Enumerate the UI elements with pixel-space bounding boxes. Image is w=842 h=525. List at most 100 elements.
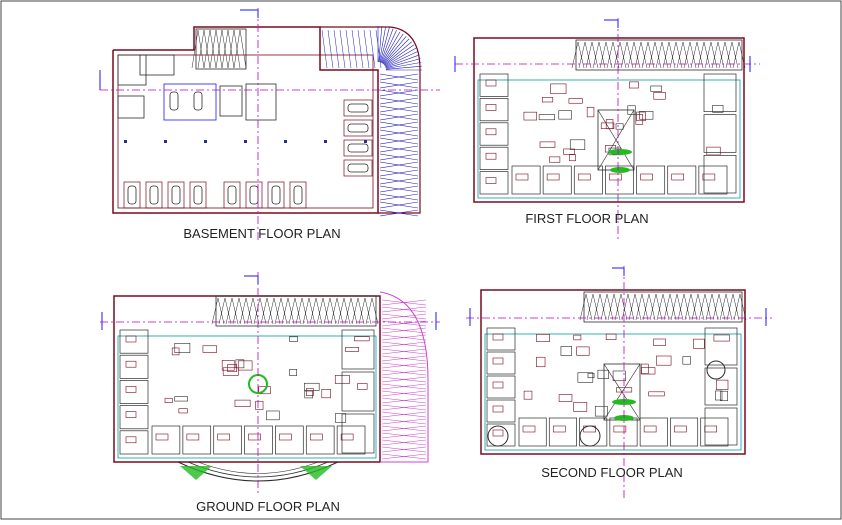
- first-floor-plan: [454, 18, 760, 240]
- hatch-line: [287, 297, 295, 325]
- first-inner-wall: [477, 79, 741, 199]
- hatch-line: [599, 293, 607, 321]
- column: [244, 140, 247, 143]
- room: [605, 165, 634, 195]
- furniture: [641, 367, 656, 375]
- ramp-line: [381, 404, 427, 411]
- furniture: [716, 379, 729, 390]
- hatch-line: [621, 293, 629, 321]
- hatch-line: [684, 293, 692, 321]
- basement-inner-wall: [117, 54, 374, 209]
- room: [479, 122, 509, 146]
- room: [486, 399, 516, 423]
- room: [244, 425, 273, 455]
- ground-floor-plan: [100, 272, 440, 496]
- furniture: [289, 336, 299, 342]
- car-icon: [347, 103, 369, 113]
- ramp-line: [351, 29, 358, 69]
- room: [336, 425, 366, 455]
- ramp-line: [382, 36, 407, 65]
- parking-bay: [343, 159, 373, 177]
- hatch-line: [662, 293, 670, 321]
- ramp-line: [379, 169, 419, 177]
- ramp-line: [381, 355, 427, 362]
- room: [579, 417, 608, 447]
- room: [542, 165, 572, 195]
- furniture: [306, 388, 314, 396]
- furniture: [605, 333, 617, 341]
- desk: [485, 128, 497, 136]
- furniture: [693, 338, 705, 349]
- staircase-icon: [579, 293, 747, 321]
- furniture: [682, 356, 691, 365]
- hatch-line: [197, 29, 205, 69]
- furniture: [648, 391, 665, 397]
- furniture: [266, 410, 280, 421]
- hatch-line: [642, 293, 650, 321]
- ramp-line: [381, 411, 427, 418]
- hatch-line: [690, 293, 698, 321]
- car-icon: [127, 185, 137, 205]
- furniture: [653, 92, 666, 100]
- hatch-line: [620, 293, 628, 321]
- ramp-line: [382, 33, 404, 64]
- furniture: [174, 396, 188, 402]
- hatch-line: [705, 293, 713, 321]
- conference-table: [706, 360, 726, 380]
- hatch-line: [357, 297, 365, 325]
- hatch-line: [301, 297, 309, 325]
- ramp-line: [379, 153, 419, 161]
- basement-room: [139, 54, 175, 76]
- desk: [522, 425, 536, 433]
- hatch-line: [698, 293, 706, 321]
- room: [486, 375, 516, 399]
- furniture: [720, 390, 728, 402]
- hatch-line: [614, 293, 622, 321]
- desk: [492, 357, 504, 365]
- hatch-line: [739, 293, 747, 321]
- hatch-line: [280, 297, 288, 325]
- room: [479, 171, 509, 195]
- second-outer-wall: [480, 289, 746, 455]
- room: [703, 114, 737, 153]
- furniture: [612, 370, 626, 382]
- ramp-line: [381, 31, 401, 64]
- ramp-line: [339, 29, 346, 69]
- hatch-line: [613, 293, 621, 321]
- desk: [640, 173, 653, 181]
- hatch-line: [691, 293, 699, 321]
- ramp-line: [385, 51, 419, 67]
- hatch-line: [337, 297, 345, 325]
- furniture: [255, 400, 264, 410]
- desk: [704, 425, 718, 433]
- section-marker-icon: [604, 19, 619, 28]
- room: [151, 425, 181, 455]
- car-icon: [193, 185, 203, 205]
- car-icon: [347, 123, 369, 133]
- hatch-line: [221, 29, 229, 69]
- room: [182, 425, 212, 455]
- desk: [643, 425, 657, 433]
- desk: [485, 152, 497, 160]
- furniture: [234, 399, 251, 407]
- first-outer-wall: [473, 37, 745, 203]
- hatch-line: [697, 293, 705, 321]
- hatch-line: [351, 297, 359, 325]
- hatch-line: [281, 297, 289, 325]
- first-rooms: [479, 73, 737, 195]
- hatch-line: [322, 297, 330, 325]
- ramp-line: [379, 73, 419, 81]
- car-icon: [347, 163, 369, 173]
- car-icon: [347, 143, 369, 153]
- ramp-line: [381, 383, 427, 390]
- ramp-line: [381, 453, 427, 460]
- hatch-line: [683, 293, 691, 321]
- ramp-line: [379, 137, 419, 145]
- room: [486, 351, 516, 375]
- hatch-line: [670, 293, 678, 321]
- ramp-line: [381, 306, 427, 313]
- hatch-line: [655, 293, 663, 321]
- ramp-icon: [381, 299, 427, 460]
- second-title: SECOND FLOOR PLAN: [541, 465, 683, 480]
